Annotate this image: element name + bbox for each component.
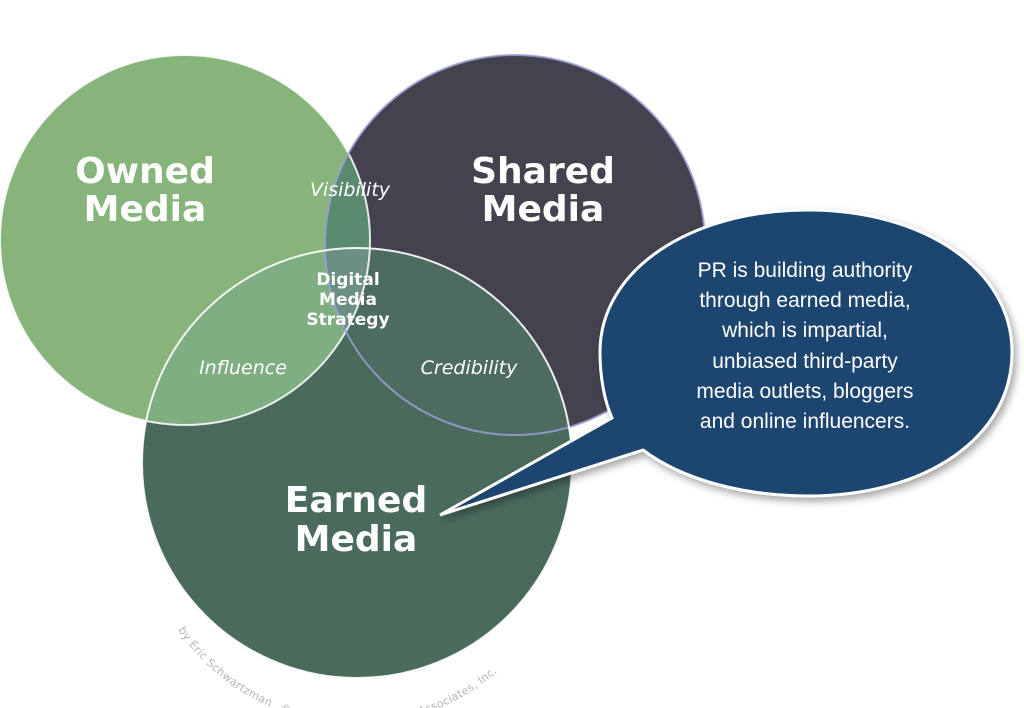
credibility-label: Credibility — [421, 357, 518, 379]
credibility-region — [325, 248, 572, 435]
callout-text: PR is building authority through earned … — [696, 259, 913, 433]
callout-line-5: media outlets, bloggers — [696, 380, 913, 403]
callout-line-4: unbiased third-party — [712, 350, 898, 373]
influence-region — [142, 248, 370, 425]
influence-label: Influence — [199, 357, 287, 379]
owned-media-label-line1: Owned — [75, 151, 215, 192]
center-label-line1: Digital — [316, 270, 379, 290]
owned-outline — [0, 54, 371, 426]
callout-line-1: PR is building authority — [698, 259, 913, 282]
earned-media-label-line2: Media — [295, 519, 418, 560]
callout-shape — [439, 208, 1014, 517]
callout-line-6: and online influencers. — [700, 410, 910, 433]
shared-media-label-line1: Shared — [471, 151, 615, 192]
callout-line-2: through earned media, — [699, 289, 910, 312]
center-label-line2: Media — [319, 290, 377, 310]
visibility-label: Visibility — [310, 179, 391, 201]
callout-bubble — [439, 208, 1014, 517]
callout-line-3: which is impartial, — [721, 319, 888, 342]
center-label-line3: Strategy — [306, 310, 389, 330]
owned-media-label-line2: Media — [84, 189, 207, 230]
shared-media-label-line2: Media — [482, 189, 605, 230]
earned-media-label-line1: Earned — [285, 480, 427, 521]
